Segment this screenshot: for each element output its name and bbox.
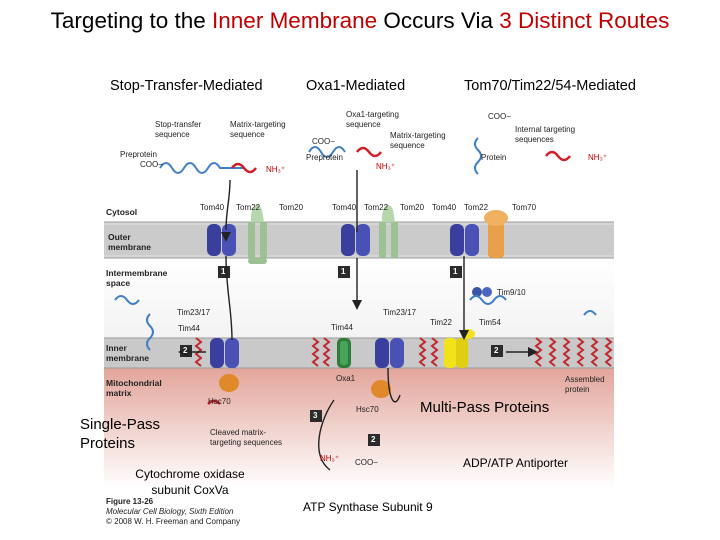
tom20-receptor-left	[248, 204, 267, 264]
tom20-receptor-middle	[379, 204, 398, 258]
step-box-1-middle	[338, 266, 350, 278]
nh3-right-label: NH₃⁺	[588, 153, 608, 162]
stop-transfer-label: Stop-transfer sequence	[155, 120, 202, 139]
matrix-region	[104, 368, 614, 488]
assembled-label: Assembled protein	[565, 375, 605, 394]
tim23-channel-left	[210, 338, 239, 368]
tom70-receptor	[484, 210, 508, 258]
arrow-heads	[178, 232, 538, 357]
helix-tim22-insert	[418, 337, 439, 367]
preprotein-mid-label: Preprotein	[306, 153, 343, 162]
step-box-3-middle	[310, 410, 322, 422]
tim23-channel-middle	[375, 338, 404, 368]
single-pass-caption: Single-Pass Proteins	[80, 416, 161, 452]
internal-targeting-label: Internal targeting sequences	[515, 125, 576, 144]
intermembrane-space-label: Intermembrane space	[106, 268, 168, 288]
route-tom70: Tom70/Tim22/54-Mediated	[464, 78, 636, 94]
step-2-middle: 2	[371, 435, 376, 444]
cleaved-label: Cleaved matrix-targeting sequences	[210, 428, 283, 447]
tom20-mid-label: Tom20	[400, 203, 425, 212]
tom40-channel-right	[450, 224, 479, 256]
tim23-17-left-label: Tim23/17	[177, 308, 211, 317]
step-1-right: 1	[453, 267, 458, 276]
step-box-1-right	[450, 266, 462, 278]
tim9-10-complex	[472, 287, 492, 297]
step-3-middle: 3	[313, 411, 318, 420]
tom40-left-label: Tom40	[200, 203, 225, 212]
step-2-right: 2	[494, 346, 499, 355]
tom22-mid-label: Tom22	[364, 203, 389, 212]
figure-ref: Figure 13-26	[106, 497, 154, 506]
coo-bottom-label: COO−	[355, 458, 378, 467]
tim44-left-label: Tim44	[178, 324, 200, 333]
tim44-mid-label: Tim44	[331, 323, 353, 332]
nh3-mid-label: NH₃⁺	[376, 162, 396, 171]
outer-membrane-label: Outer membrane	[108, 232, 151, 252]
matrix-targeting-mid-label: Matrix-targeting sequence	[390, 131, 446, 150]
tom22-left-label: Tom22	[236, 203, 261, 212]
title-part4: 3 Distinct Routes	[499, 8, 670, 33]
matrix-targeting-label: Matrix-targeting sequence	[230, 120, 286, 139]
oxa1-targeting-label: Oxa1-targeting sequence	[346, 110, 399, 129]
tom22-right-label: Tom22	[464, 203, 489, 212]
tim54-label: Tim54	[479, 318, 501, 327]
import-arrows	[186, 170, 530, 471]
oxa1-protein	[337, 338, 351, 368]
preprotein-left-label: Preprotein	[120, 150, 157, 159]
cox-caption: Cytochrome oxidase subunit CoxVa	[135, 467, 245, 497]
helix-oxa1	[311, 337, 331, 367]
coo-right-label: COO−	[488, 112, 511, 121]
targeting-sequences	[207, 146, 571, 405]
coo-mid-label: COO−	[312, 137, 335, 146]
hsc70-mid-label: Hsc70	[356, 405, 379, 414]
step-1-middle: 1	[341, 267, 346, 276]
protein-right-label: Protein	[481, 153, 507, 162]
nh3-bottom-label: NH₃⁺	[320, 454, 340, 463]
hsc70-left-label: Hsc70	[208, 397, 231, 406]
tom40-right-label: Tom40	[432, 203, 457, 212]
coo-left-label: COO−	[140, 160, 163, 169]
tim9-10-label: Tim9/10	[497, 288, 526, 297]
multi-pass-caption: Multi-Pass Proteins	[420, 399, 550, 416]
nh3-left-label: NH₃⁺	[266, 165, 286, 174]
cytosol-label: Cytosol	[106, 207, 138, 217]
step-2-left: 2	[183, 346, 188, 355]
hsc70-middle	[371, 380, 391, 398]
tom20-left-label: Tom20	[279, 203, 304, 212]
preprotein-chains	[114, 137, 597, 351]
title-part3: Occurs Via	[377, 8, 500, 33]
oxa1-label: Oxa1	[336, 374, 356, 383]
tim23-17-mid-label: Tim23/17	[383, 308, 417, 317]
adp-caption: ADP/ATP Antiporter	[463, 456, 568, 470]
helix-assembled	[534, 337, 613, 367]
step-box-2-middle	[368, 434, 380, 446]
tim22-label: Tim22	[430, 318, 452, 327]
inner-membrane-label: Inner membrane	[106, 343, 149, 363]
hsc70-left	[219, 374, 239, 392]
tom40-mid-label: Tom40	[332, 203, 357, 212]
copyright: © 2008 W. H. Freeman and Company	[106, 517, 240, 526]
title-part1: Targeting to the	[50, 8, 213, 33]
step-1-left: 1	[221, 267, 226, 276]
book-ref: Molecular Cell Biology, Sixth Edition	[106, 507, 234, 516]
intermembrane-space-region	[104, 258, 614, 338]
atp-caption: ATP Synthase Subunit 9	[303, 500, 433, 514]
tom40-channel-middle	[341, 224, 370, 256]
step-box-2-right	[491, 345, 503, 357]
matrix-label: Mitochondrial matrix	[106, 378, 162, 398]
route-stop-transfer: Stop-Transfer-Mediated	[110, 78, 263, 94]
tom70-label: Tom70	[512, 203, 537, 212]
route-oxa1: Oxa1-Mediated	[306, 78, 406, 94]
page-title: Targeting to the Inner Membrane Occurs V…	[0, 8, 720, 34]
title-part2: Inner Membrane	[212, 8, 378, 33]
